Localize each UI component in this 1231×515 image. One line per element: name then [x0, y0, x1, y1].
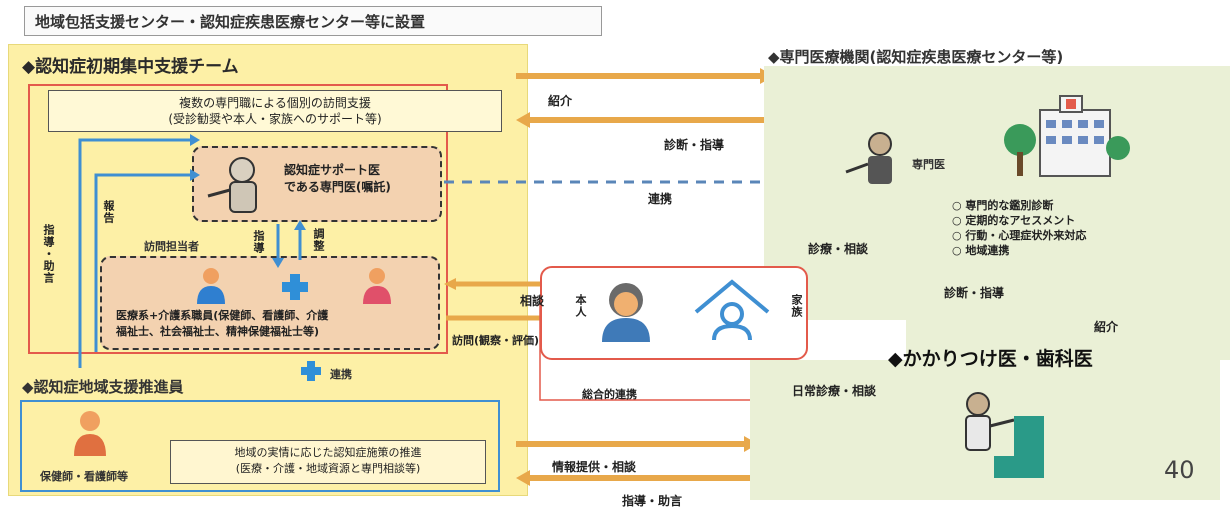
supporter-box — [20, 400, 500, 492]
arrow-label-cooperation: 連携 — [648, 192, 673, 206]
bullet-item: ○ 定期的なアセスメント — [952, 214, 1076, 227]
doctor-icon — [207, 157, 257, 213]
visit-support-box: 複数の専門職による個別の訪問支援 (受診勧奨や本人・家族へのサポート等) — [48, 90, 502, 132]
home-person-label: 本人 — [574, 294, 587, 318]
bullet-item: ○ 専門的な鑑別診断 — [952, 199, 1054, 212]
staff-person-icon-1 — [197, 268, 225, 304]
home-box: 本人 家族 — [540, 266, 808, 360]
team-title: ◆認知症初期集中支援チーム — [22, 57, 239, 77]
supporter-person-icon — [74, 411, 106, 456]
arrow-label-comprehensive: 総合的連携 — [582, 388, 637, 401]
supporter-desc-2: (医療・介護・地域資源と専門相談等) — [235, 462, 421, 475]
elderly-person-icon — [602, 283, 650, 342]
arrow-label-diagnosis: 診断・指導 — [664, 138, 725, 152]
visit-line-2: (受診勧奨や本人・家族へのサポート等) — [168, 112, 382, 126]
team-frame — [28, 84, 448, 354]
doctor-line-2: である専門医(嘱託) — [284, 180, 391, 194]
label-instruct: 指導・助言 — [42, 224, 55, 284]
bullet-item: ○ 行動・心理症状外来対応 — [952, 229, 1087, 242]
arrow-label-consult: 相談 — [520, 294, 545, 308]
kakari-title: ◆かかりつけ医・歯科医 — [888, 348, 1093, 370]
house-icon — [694, 279, 770, 341]
arrow-label-info-consult: 情報提供・相談 — [552, 460, 637, 474]
arrow-label-guidance-advice: 指導・助言 — [622, 494, 683, 508]
bullet-item: ○ 地域連携 — [952, 244, 1010, 257]
supporter-title: ◆認知症地域支援推進員 — [22, 378, 184, 396]
arrow-label-diagnosis-2: 診断・指導 — [944, 286, 1005, 300]
doctor-line-1: 認知症サポート医 — [284, 163, 381, 177]
institution-bullets: ○ 専門的な鑑別診断 ○ 定期的なアセスメント ○ 行動・心理症状外来対応 ○ … — [952, 198, 1086, 258]
supporter-desc-box: 地域の実情に応じた認知症施策の推進 (医療・介護・地域資源と専門相談等) — [170, 440, 486, 484]
specialist-label: 専門医 — [912, 158, 945, 171]
support-doctor-box: 認知症サポート医 である専門医(嘱託) — [192, 146, 442, 222]
arrow-label-referral-2: 紹介 — [1094, 320, 1119, 334]
supporter-caption: 保健師・看護師等 — [40, 470, 128, 483]
home-family-label: 家族 — [790, 294, 803, 318]
staff-box: 医療系+介護系職員(保健師、看護師、介護 福祉士、社会福祉士、精神保健福祉士等) — [100, 256, 440, 350]
arrow-label-consultation: 診療・相談 — [808, 242, 869, 256]
label-report: 報告 — [102, 200, 115, 224]
staff-line-1: 医療系+介護系職員(保健師、看護師、介護 — [116, 309, 329, 322]
coop-cross-icon — [301, 361, 321, 381]
page-number: 40 — [1164, 456, 1195, 484]
arrow-label-referral: 紹介 — [548, 94, 573, 108]
staff-line-2: 福祉士、社会福祉士、精神保健福祉士等) — [116, 325, 320, 338]
blue-connector-1 — [78, 138, 190, 368]
specialist-icon — [845, 132, 892, 184]
visit-line-1: 複数の専門職による個別の訪問支援 — [179, 96, 371, 110]
staff-person-icon-2 — [363, 268, 391, 304]
institution-title: ◆専門医療機関(認知症疾患医療センター等) — [768, 48, 1064, 66]
supporter-desc-1: 地域の実情に応じた認知症施策の推進 — [234, 446, 422, 459]
arrow-label-visit: 訪問(観察・評価) — [452, 334, 540, 347]
label-team-member: 訪問担当者 — [144, 240, 199, 253]
label-coop: 連携 — [330, 368, 352, 381]
blue-connector-2 — [94, 173, 190, 352]
label-guidance: 指導 — [252, 230, 265, 254]
dentist-icon — [965, 392, 1044, 478]
header-title: 地域包括支援センター・認知症疾患医療センター等に設置 — [24, 6, 602, 36]
arrow-label-daily-care: 日常診療・相談 — [792, 384, 877, 398]
institution-panel-extension — [906, 240, 1230, 360]
label-adjust: 調整 — [312, 228, 325, 252]
medical-cross-icon — [282, 274, 308, 300]
hospital-icon — [1004, 95, 1130, 177]
